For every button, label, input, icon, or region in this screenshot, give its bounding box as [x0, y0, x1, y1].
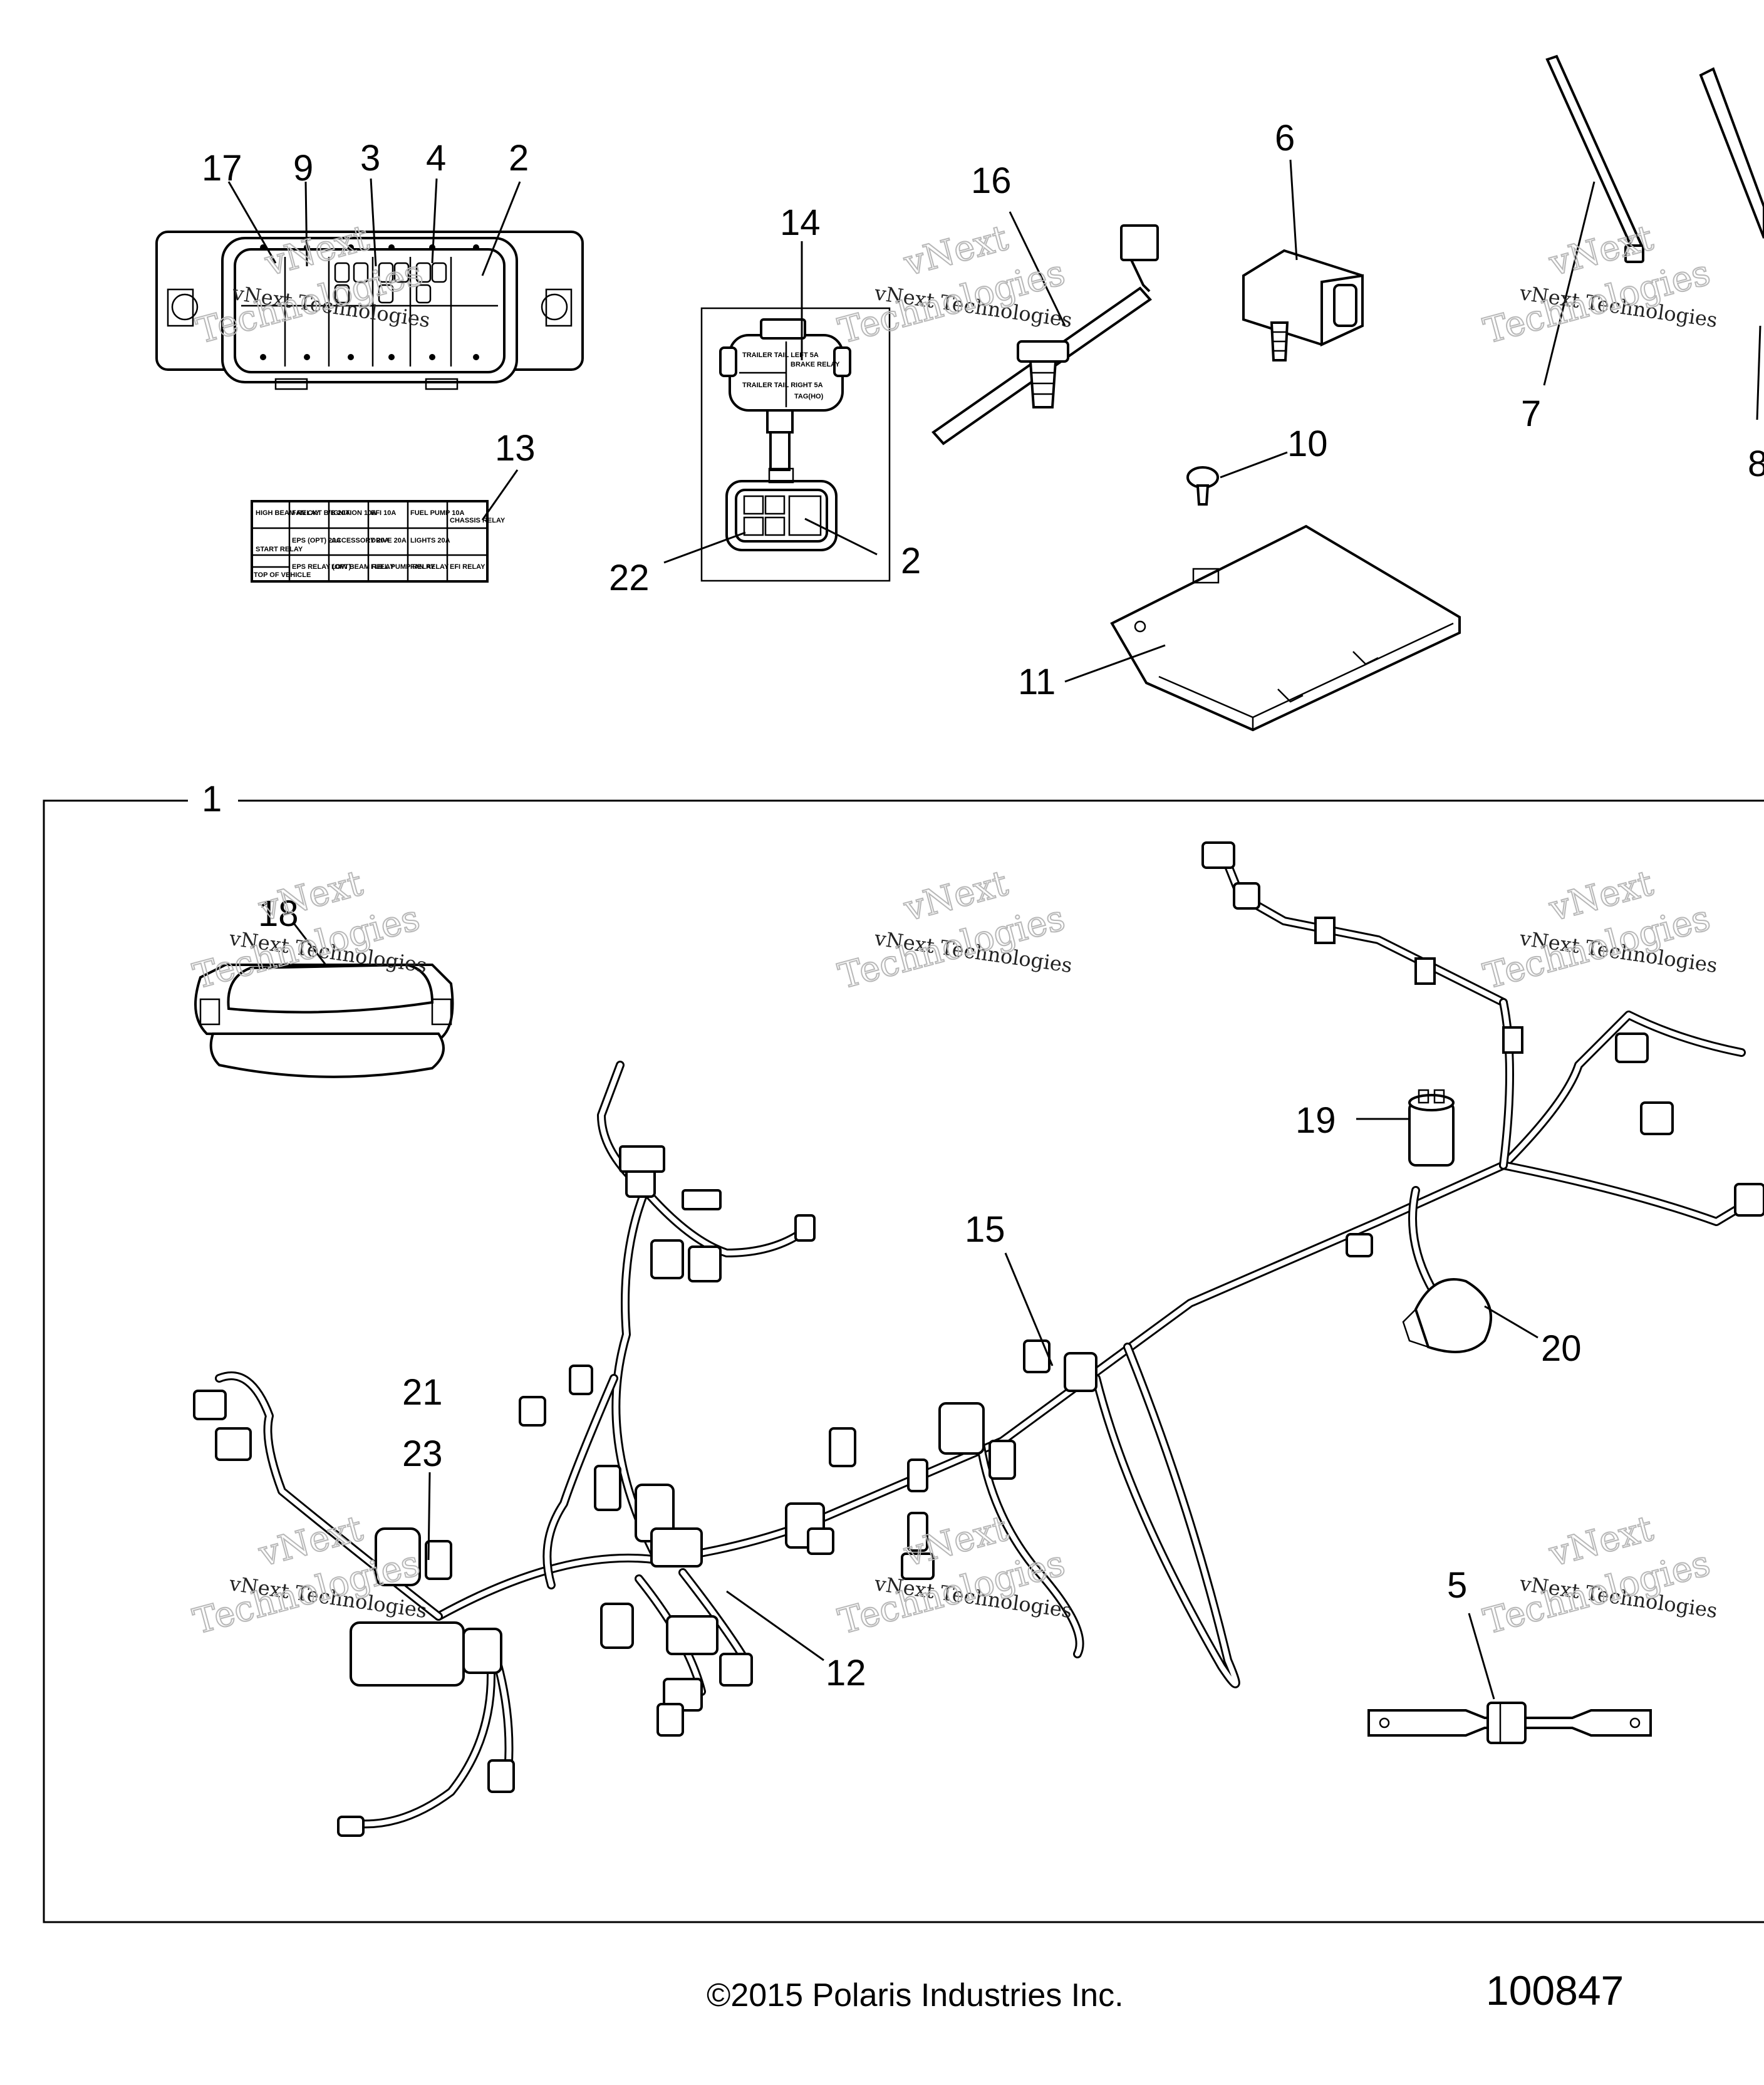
bracket-plate: [1110, 524, 1461, 732]
watermark: vNext vNext Technologies Technologies: [834, 217, 1074, 352]
fuse-label-cell: EFI 10A: [371, 509, 396, 517]
fuse-box-cover: [194, 963, 454, 1078]
relay-cell-label: TRAILER TAIL RIGHT 5A: [742, 382, 823, 389]
relay-cell-label: BRAKE RELAY: [791, 361, 840, 368]
callout-2-relay: 2: [901, 541, 921, 581]
callout-9: 9: [293, 148, 313, 189]
fuse-label-cell: TOP OF VEHICLE: [254, 571, 311, 579]
copyright-text: ©2015 Polaris Industries Inc.: [707, 1977, 1124, 2014]
fuse-label-cell: EPS (OPT) 20A: [292, 537, 341, 544]
callout-12: 12: [826, 1653, 866, 1693]
callout-4: 4: [426, 138, 446, 179]
callout-1: 1: [202, 779, 222, 819]
fuse-label-cell: DRIVE 20A: [371, 537, 407, 544]
callout-16: 16: [971, 160, 1012, 201]
connector-with-stud: [1242, 249, 1364, 361]
cable-tie-push-mount: [931, 224, 1159, 445]
harness-assembly-frame: [43, 799, 1764, 1923]
fuse-label-cell: FUEL PUMP 10A: [410, 509, 464, 517]
fuse-label-cell: FAN RELAY: [410, 563, 449, 571]
relay-canister: [1408, 1089, 1455, 1167]
fuse-label-cell: IGNITION 10A: [331, 509, 376, 517]
cable-tie-strap-7: [1545, 55, 1644, 263]
callout-21: 21: [402, 1372, 443, 1413]
cable-tie-strap-8: [1699, 67, 1764, 239]
fuse-label-cell: LIGHTS 20A: [410, 537, 450, 544]
fuse-box-drawing: [155, 231, 584, 390]
diagram-number: 100847: [1486, 1967, 1624, 2014]
relay-assembly-box: [700, 307, 891, 582]
callout-20: 20: [1541, 1328, 1582, 1369]
fuse-label-cell: FUEL PUMP RELAY: [371, 563, 435, 571]
fuse-label-cell: ACCESSORY 20A: [331, 537, 389, 544]
watermark: vNext vNext Technologies Technologies: [1479, 862, 1719, 997]
fuse-label-cell: LOW BEAM RELAY: [331, 563, 395, 571]
callout-11: 11: [1018, 662, 1056, 702]
relay-cell-label: TAG(HO): [794, 393, 824, 400]
callout-5: 5: [1447, 1565, 1467, 1606]
callout-7: 7: [1521, 393, 1541, 434]
harness-connectors: [193, 841, 1764, 1837]
callout-3: 3: [360, 138, 380, 179]
watermark: vNext vNext Technologies Technologies: [1479, 1507, 1719, 1643]
callout-2-fusebox: 2: [509, 138, 529, 179]
callout-23: 23: [402, 1433, 443, 1474]
callout-18: 18: [258, 893, 299, 934]
fuse-label-cell: CHASSIS RELAY: [450, 517, 506, 524]
fuse-label-cell: EFI RELAY: [450, 563, 485, 571]
round-module: [1402, 1278, 1492, 1353]
watermark: vNext vNext Technologies Technologies: [1479, 217, 1719, 352]
callout-17: 17: [202, 148, 242, 189]
callout-10: 10: [1287, 424, 1328, 464]
callout-19: 19: [1295, 1100, 1336, 1141]
watermark: vNext vNext Technologies Technologies: [834, 862, 1074, 997]
push-rivet: [1186, 466, 1219, 506]
callout-14: 14: [780, 202, 821, 243]
fuse-label-cell: FAN CKT B/B 20A: [292, 509, 350, 517]
callout-8: 8: [1748, 444, 1764, 484]
callout-15: 15: [965, 1209, 1005, 1250]
callout-22: 22: [609, 558, 650, 598]
watermark: vNext vNext Technologies Technologies: [834, 1507, 1074, 1643]
fuse-label-decal: [251, 500, 489, 583]
fuse-label-cell: EPS RELAY (OPT): [292, 563, 351, 571]
fuse-label-cell: START RELAY: [256, 546, 303, 553]
relay-cell-label: TRAILER TAIL LEFT 5A: [742, 351, 819, 359]
callout-6: 6: [1275, 118, 1295, 159]
callout-13: 13: [495, 428, 536, 469]
fuse-label-cell: HIGH BEAM RELAY: [256, 509, 320, 517]
inline-fuse-link: [1367, 1702, 1652, 1744]
